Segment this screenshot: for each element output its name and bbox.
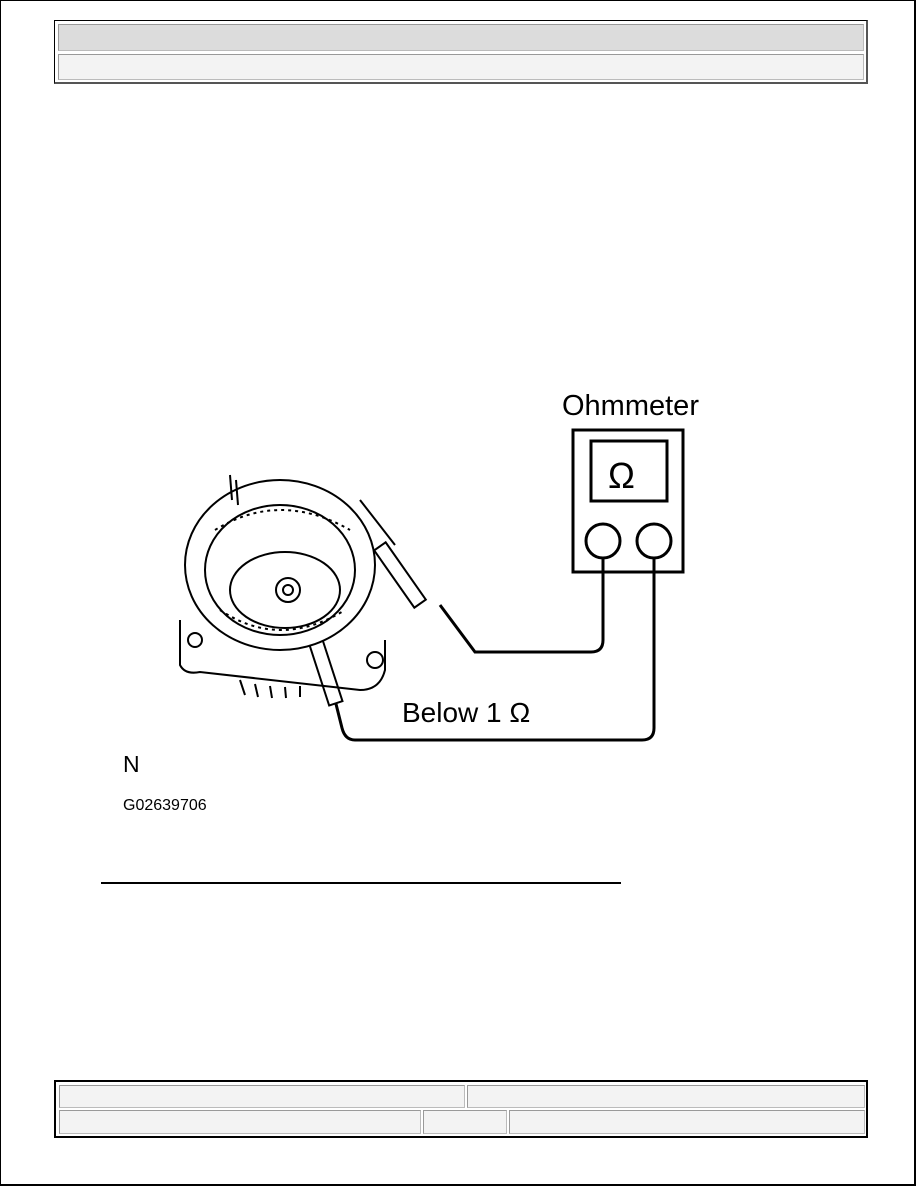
test-lead-1 [438, 558, 605, 654]
section-divider [101, 882, 621, 884]
footer-cell-4 [423, 1110, 507, 1134]
footer-cell-3 [59, 1110, 421, 1134]
probe-1 [359, 499, 428, 610]
ohmmeter-label: Ohmmeter [562, 390, 699, 422]
footer-cell-5 [509, 1110, 865, 1134]
footer-cell-2 [467, 1085, 865, 1108]
figure-marker: N [123, 751, 140, 777]
ohmmeter-test-diagram: Ohmmeter Ω Below 1 Ω N G02639706 [123, 390, 699, 814]
alternator-stator-illustration [179, 474, 386, 699]
footer-table [54, 1080, 868, 1138]
ohm-symbol: Ω [608, 455, 635, 496]
meter-terminal-right [635, 522, 673, 560]
meter-terminal-left [584, 522, 622, 560]
figure-id: G02639706 [123, 797, 207, 814]
footer-cell-1 [59, 1085, 465, 1108]
reading-label: Below 1 Ω [402, 697, 530, 728]
header-subtitle-cell [58, 54, 864, 80]
test-lead-2 [333, 558, 656, 742]
header-table [54, 20, 868, 84]
header-title-cell [58, 24, 864, 51]
ohmmeter [571, 428, 685, 574]
